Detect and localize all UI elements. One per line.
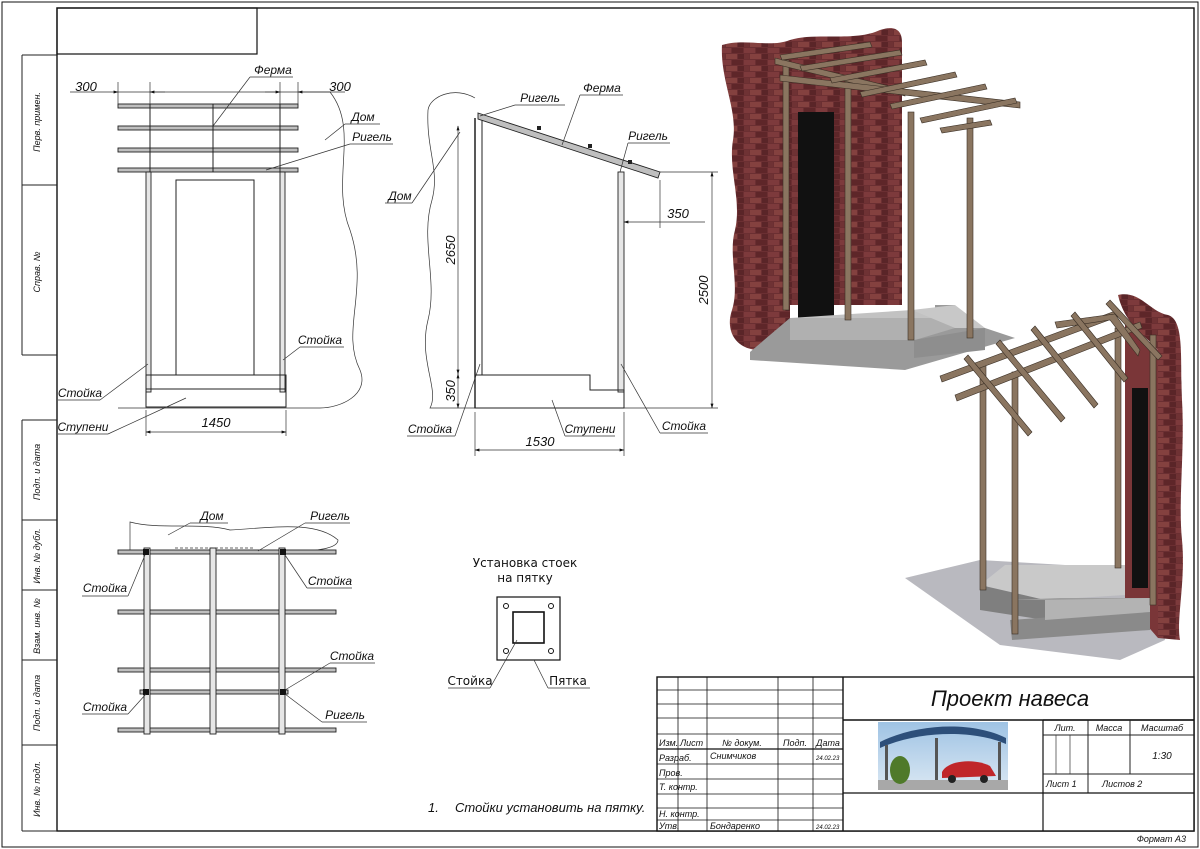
plan-rafter-mid (209, 547, 217, 735)
side-roof (477, 112, 661, 179)
tb-date-razrab: 24.02.23 (815, 756, 840, 762)
front-truss-top (117, 103, 299, 109)
tb-lit: Лит. (1053, 723, 1075, 733)
plan-view: Дом Ригель Стойка Стойка Стойка Стойка Р… (82, 509, 375, 735)
front-door (175, 179, 255, 376)
front-label-girder: Ригель (352, 130, 392, 144)
tb-sheet: Лист 1 (1045, 779, 1077, 789)
side-label-inv-dubl: Инв. № дубл. (32, 528, 42, 583)
tb-col-list: Лист (679, 738, 704, 748)
side-dim-depth: 1530 (526, 434, 556, 449)
doorway-2 (1132, 388, 1148, 588)
tb-name-razrab: Снимчиков (710, 751, 757, 761)
plan-label-girder-top: Ригель (310, 509, 350, 523)
detail-heel: Установка стоек на пятку Стойка Пятка (447, 556, 590, 689)
side-label-girder-top: Ригель (520, 91, 560, 105)
front-dim-width: 1450 (202, 415, 232, 430)
tb-sheets: Листов 2 (1101, 779, 1142, 789)
side-label-podp1: Подп. и дата (32, 444, 42, 500)
tb-col-date: Дата (815, 738, 840, 748)
side-label-vzam: Взам. инв. № (32, 598, 42, 654)
side-label-inv-podl: Инв. № подл. (32, 761, 42, 817)
front-truss-2 (117, 125, 299, 131)
tb-format: Формат А3 (1137, 834, 1186, 844)
front-label-house: Дом (349, 110, 374, 124)
side-post-right (617, 171, 625, 393)
post-section (512, 611, 545, 644)
tb-row-razrab: Разраб. (659, 753, 692, 763)
side-label-girder-right: Ригель (628, 129, 668, 143)
plan-label-post-tl: Стойка (83, 581, 128, 595)
detail-label-post: Стойка (447, 674, 492, 688)
note-number: 1. (428, 800, 439, 815)
side-label-sprav: Справ. № (32, 251, 42, 292)
side-label-truss: Ферма (583, 81, 621, 95)
plan-truss-3 (117, 667, 337, 673)
plan-label-house: Дом (198, 509, 223, 523)
general-note: 1. Стойки установить на пятку. (428, 800, 645, 815)
side-label-post-right: Стойка (662, 419, 707, 433)
front-view: 300 300 1450 Ферма Дом Ригель Стойка Сто… (58, 63, 393, 436)
tb-col-sign: Подп. (783, 738, 807, 748)
plan-label-post-tr: Стойка (308, 574, 353, 588)
side-dim-step-height: 350 (443, 379, 458, 401)
tb-col-izm: Изм. (659, 738, 678, 748)
side-steps (474, 374, 625, 409)
front-label-truss: Ферма (254, 63, 292, 77)
render-porch-front (721, 28, 1021, 370)
tb-row-prov: Пров. (659, 768, 683, 778)
side-dim-height-right: 2500 (696, 275, 711, 306)
front-girder (117, 167, 299, 173)
side-label-post-left: Стойка (408, 422, 453, 436)
plan-label-girder-bottom: Ригель (325, 708, 365, 722)
tb-name-utv: Бондаренко (710, 821, 760, 831)
plan-label-post-mr: Стойка (330, 649, 375, 663)
front-steps (145, 388, 287, 408)
front-post-right (279, 171, 286, 393)
front-truss-3 (117, 147, 299, 153)
tb-row-tkontr: Т. контр. (659, 782, 698, 792)
tb-date-utv: 24.02.23 (815, 825, 840, 831)
plan-truss-2 (117, 609, 337, 615)
detail-label-heel: Пятка (549, 674, 587, 688)
tb-project-title: Проект навеса (931, 686, 1089, 711)
side-label-house: Дом (386, 189, 411, 203)
side-label-podp2: Подп. и дата (32, 675, 42, 731)
plan-truss-4 (117, 727, 337, 733)
side-label-steps: Ступени (565, 422, 616, 436)
plan-girder-top (117, 549, 337, 555)
doorway-1 (798, 112, 834, 322)
render-porch-side (905, 294, 1183, 660)
front-dim-left: 300 (75, 79, 97, 94)
carport-preview-image (878, 722, 1008, 790)
tb-scale-value: 1:30 (1152, 751, 1172, 762)
note-text: Стойки установить на пятку. (455, 800, 645, 815)
side-dim-overhang: 350 (667, 206, 689, 221)
tb-row-nkontr: Н. контр. (659, 809, 700, 819)
front-label-post-left: Стойка (58, 386, 103, 400)
tb-mass: Масса (1096, 723, 1123, 733)
plan-label-post-bl: Стойка (83, 700, 128, 714)
tb-col-doc: № докум. (722, 738, 762, 748)
front-label-post-right: Стойка (298, 333, 343, 347)
detail-title-1: Установка стоек (473, 556, 578, 570)
front-label-steps: Ступени (58, 420, 109, 434)
tb-row-utv: Утв. (658, 821, 679, 831)
detail-title-2: на пятку (497, 571, 552, 585)
front-post-left (145, 171, 152, 393)
side-view: 2650 350 2500 350 1530 Ригель Ферма Риге… (385, 81, 718, 456)
tb-scale-label: Масштаб (1141, 723, 1184, 733)
title-block: Изм. Лист № докум. Подп. Дата Разраб. Сн… (656, 676, 1195, 844)
brick-wall-2 (1118, 294, 1183, 640)
side-label-perv: Перв. примен. (32, 92, 42, 152)
plan-rafter-right (278, 547, 286, 735)
plan-rafter-left (143, 547, 151, 735)
side-dim-height-left: 2650 (443, 235, 458, 266)
front-dim-right: 300 (329, 79, 351, 94)
